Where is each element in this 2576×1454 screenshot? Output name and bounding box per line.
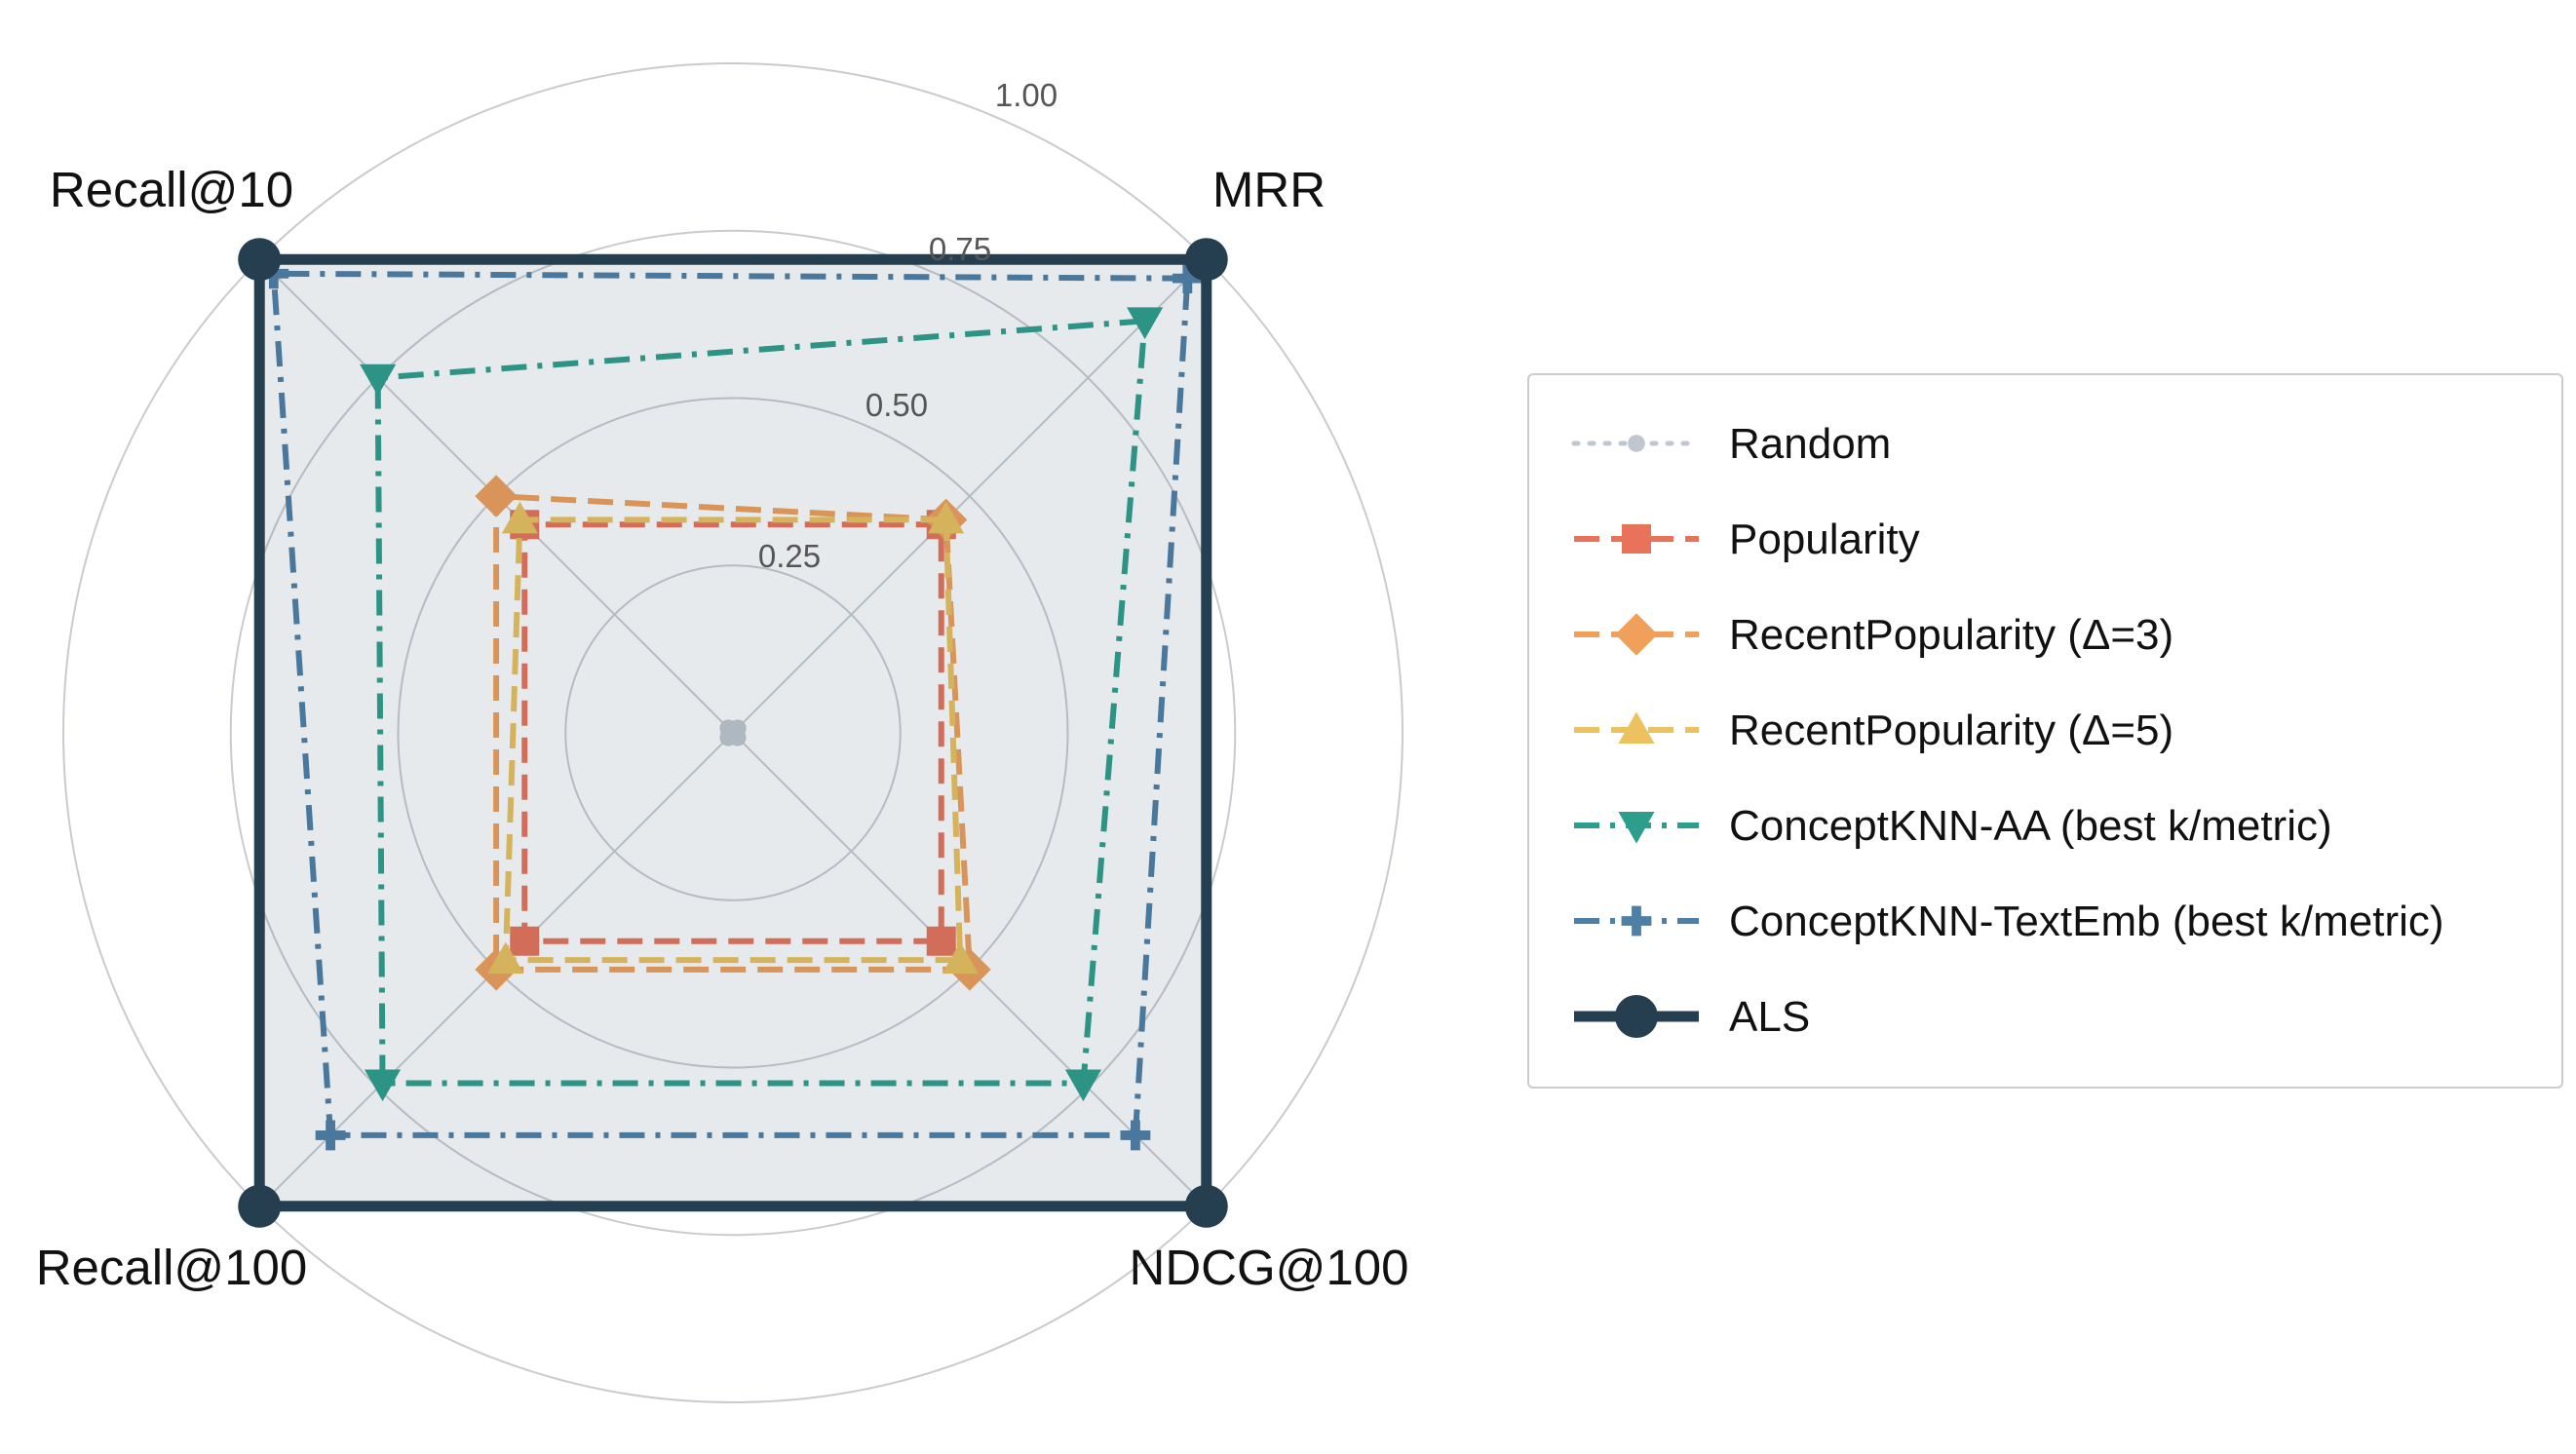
- legend-item-conceptknn-aa[interactable]: ConceptKNN-AA (best k/metric): [1529, 778, 2561, 873]
- legend-item-als[interactable]: ALS: [1529, 969, 2561, 1064]
- legend-label-recent-popularity-5: RecentPopularity (Δ=5): [1729, 707, 2174, 754]
- grid-circle-2: [229, 229, 1237, 1237]
- legend-swatch-random: [1571, 435, 1702, 452]
- grid-circle-0: [564, 564, 902, 901]
- legend-item-random[interactable]: Random: [1529, 396, 2561, 491]
- legend-label-als: ALS: [1729, 993, 1811, 1041]
- grid-spoke-0: [732, 258, 1208, 734]
- point-0-3: [729, 729, 747, 746]
- point-3-0: [928, 501, 965, 534]
- legend-marker-2: [1615, 613, 1658, 656]
- series-4: [360, 307, 1164, 1102]
- legend-swatch-conceptknn-aa: [1574, 812, 1699, 844]
- legend-swatch-recent-popularity-5: [1574, 711, 1699, 744]
- point-5-2: [315, 1120, 346, 1151]
- legend-marker-1: [1622, 524, 1651, 554]
- point-4-1: [360, 364, 397, 397]
- legend-item-popularity[interactable]: Popularity: [1529, 491, 2561, 587]
- legend-item-recent-popularity-3[interactable]: RecentPopularity (Δ=3): [1529, 587, 2561, 682]
- label-layer: 0.25 0.50 0.75 1.00 MRR Recall@10 Recall…: [36, 77, 1409, 1295]
- legend-label-recent-popularity-3: RecentPopularity (Δ=3): [1729, 611, 2174, 659]
- legend-marker-3: [1618, 711, 1655, 744]
- axis-label-recall-at-100: Recall@100: [36, 1240, 308, 1295]
- point-6-0: [1184, 238, 1228, 282]
- point-4-2: [364, 1069, 402, 1102]
- point-4-3: [1064, 1069, 1102, 1102]
- radar-chart: 0.25 0.50 0.75 1.00 MRR Recall@10 Recall…: [36, 62, 1409, 1403]
- point-2-1: [475, 475, 518, 517]
- axis-label-ndcg-at-100: NDCG@100: [1129, 1240, 1408, 1295]
- legend-swatch-recent-popularity-3: [1574, 613, 1699, 656]
- series-line-2: [493, 493, 973, 973]
- point-3-2: [487, 941, 524, 975]
- point-4-0: [1127, 307, 1164, 339]
- series-fill-6: [259, 259, 1207, 1206]
- grid-circle-1: [397, 397, 1069, 1069]
- legend-item-conceptknn-textemb[interactable]: ConceptKNN-TextEmb (best k/metric): [1529, 873, 2561, 969]
- legend: Random Popularity RecentPopularity (Δ=3)…: [1527, 373, 2563, 1089]
- legend-marker-6: [1615, 995, 1658, 1038]
- tick-label-1.00: 1.00: [995, 77, 1057, 113]
- tick-label-0.25: 0.25: [758, 538, 821, 574]
- legend-swatch-als: [1574, 995, 1699, 1038]
- series-6: [238, 238, 1228, 1228]
- legend-item-recent-popularity-5[interactable]: RecentPopularity (Δ=5): [1529, 682, 2561, 778]
- series-layer: [238, 238, 1228, 1228]
- axis-label-recall-at-10: Recall@10: [50, 162, 293, 217]
- point-6-3: [1184, 1184, 1228, 1228]
- point-3-1: [501, 501, 538, 534]
- legend-label-conceptknn-textemb: ConceptKNN-TextEmb (best k/metric): [1729, 898, 2444, 945]
- point-5-0: [1172, 263, 1203, 294]
- legend-swatch-conceptknn-textemb: [1574, 905, 1699, 937]
- point-1-3: [926, 926, 956, 956]
- legend-label-popularity: Popularity: [1729, 516, 1920, 563]
- series-3: [487, 501, 979, 975]
- point-5-3: [1120, 1120, 1151, 1151]
- tick-label-0.50: 0.50: [865, 387, 928, 423]
- series-line-4: [374, 318, 1148, 1087]
- legend-marker-5: [1621, 905, 1652, 937]
- axis-label-mrr: MRR: [1212, 162, 1326, 217]
- legend-marker-4: [1618, 812, 1655, 844]
- tick-label-0.75: 0.75: [929, 231, 991, 267]
- point-6-2: [238, 1184, 282, 1228]
- series-0: [719, 719, 747, 746]
- grid-circle-3: [62, 62, 1403, 1403]
- point-3-3: [942, 941, 979, 975]
- legend-swatch-popularity: [1574, 524, 1699, 554]
- point-6-1: [238, 238, 282, 282]
- legend-label-random: Random: [1729, 420, 1892, 468]
- legend-marker-0: [1628, 435, 1645, 452]
- legend-label-conceptknn-aa: ConceptKNN-AA (best k/metric): [1729, 802, 2332, 850]
- point-1-2: [510, 926, 540, 956]
